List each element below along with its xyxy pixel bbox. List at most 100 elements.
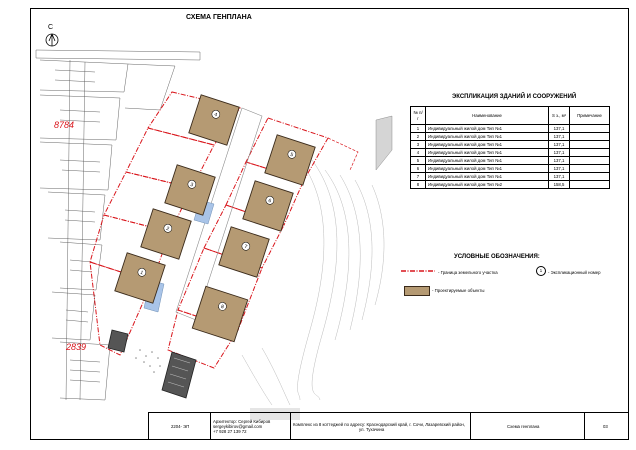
- building-number-circle: [241, 242, 251, 251]
- header-note: Примечание: [569, 106, 610, 125]
- building-footprint: [188, 94, 240, 146]
- building-number: 8: [220, 304, 225, 311]
- building-7: 7: [218, 226, 270, 278]
- building-number: 7: [243, 244, 248, 251]
- building-4: 4: [188, 94, 240, 146]
- building-footprint: [242, 180, 294, 232]
- cell-area: 137,1: [548, 124, 570, 133]
- title-block-sheet-no-cell: 03: [585, 413, 629, 440]
- cell-note: [569, 132, 610, 141]
- building-footprint: [218, 226, 270, 278]
- building-number-circle: [163, 224, 173, 233]
- sheet-frame: [30, 8, 629, 440]
- cell-area: 137,1: [548, 132, 570, 141]
- cell-area: 137,1: [548, 148, 570, 157]
- outer-boundary-tail: [327, 137, 359, 171]
- building-number: 3: [189, 182, 194, 189]
- building-number: 6: [267, 198, 272, 205]
- cell-area: 137,1: [548, 172, 570, 181]
- cell-num: 1: [410, 124, 426, 133]
- cell-num: 5: [410, 156, 426, 165]
- project-code: 2204- ЭП: [171, 424, 190, 429]
- building-number: 5: [289, 152, 294, 159]
- legend-number-symbol: 1: [536, 266, 546, 276]
- cell-note: [569, 156, 610, 165]
- cell-name: Индивидуальный жилой дом Тип №1: [425, 164, 549, 173]
- title-block-code-cell: 2204- ЭП: [149, 413, 211, 440]
- building-6: 6: [242, 180, 294, 232]
- cell-note: [569, 172, 610, 181]
- building-number-circle: [211, 110, 221, 119]
- cell-name: Индивидуальный жилой дом Тип №2: [425, 180, 549, 189]
- cell-area: 158,5: [548, 180, 570, 189]
- table-header-row: № п/г Наименование S з., м² Примечание: [410, 106, 610, 125]
- lot-number-label: 8784: [54, 120, 75, 130]
- title-block: 2204- ЭП Архитектор: Сергей Кибиров serg…: [148, 412, 629, 440]
- cell-name: Индивидуальный жилой дом Тип №1: [425, 124, 549, 133]
- architect-phone: +7 928 27 139 72: [213, 429, 247, 434]
- building-footprint: [114, 252, 166, 304]
- cell-num: 4: [410, 148, 426, 157]
- architect-email: sergeykibirov@gmail.com: [213, 424, 263, 429]
- header-name: Наименование: [425, 106, 549, 125]
- project-street: ул. Тухачина: [359, 427, 385, 432]
- building-2: 2: [140, 208, 192, 260]
- building-number: 2: [165, 226, 170, 233]
- north-arrow: [45, 33, 59, 47]
- sheet-number: 03: [603, 424, 608, 429]
- cell-area: 137,1: [548, 156, 570, 165]
- hatched-blocks: [107, 329, 197, 399]
- explication-title: ЭКСПЛИКАЦИЯ ЗДАНИЙ И СООРУЖЕНИЙ: [452, 94, 577, 100]
- building-3: 3: [164, 164, 216, 216]
- contour-lines: [241, 159, 385, 406]
- neighbour-parcels: [35, 49, 201, 401]
- building-8: 8: [191, 285, 249, 343]
- cell-name: Индивидуальный жилой дом Тип №1: [425, 140, 549, 149]
- building-number-circle: [218, 302, 227, 311]
- cell-name: Индивидуальный жилой дом Тип №1: [425, 172, 549, 181]
- building-footprint: [191, 285, 249, 343]
- gravel-area: [135, 349, 161, 373]
- building-number-circle: [137, 268, 147, 277]
- cell-num: 7: [410, 172, 426, 181]
- sheet-name: Схема генплана: [507, 424, 540, 429]
- building-number-circle: [265, 196, 275, 205]
- cell-name: Индивидуальный жилой дом Тип №1: [425, 132, 549, 141]
- explication-table: № п/г Наименование S з., м² Примечание 1…: [410, 106, 610, 189]
- cell-area: 137,1: [548, 164, 570, 173]
- project-address: Комплекс из 8 коттеджей по адресу: Красн…: [293, 422, 465, 427]
- cell-note: [569, 124, 610, 133]
- cell-note: [569, 164, 610, 173]
- legend-title: УСЛОВНЫЕ ОБОЗНАЧЕНИЯ:: [454, 254, 540, 260]
- header-num: № п/г: [410, 106, 426, 125]
- title-block-sheet-name-cell: Схема генплана: [471, 413, 585, 440]
- cell-area: 137,1: [548, 140, 570, 149]
- cell-num: 2: [410, 132, 426, 141]
- legend-boundary-symbol: [401, 270, 435, 272]
- legend-boundary-label: - Граница земельного участка: [438, 270, 498, 275]
- building-number: 4: [213, 112, 218, 119]
- title-block-project-cell: Комплекс из 8 коттеджей по адресу: Красн…: [291, 413, 471, 440]
- building-footprint: [264, 134, 316, 186]
- cell-num: 8: [410, 180, 426, 189]
- neighbour-grey-zone: [375, 115, 393, 171]
- building-footprint: [140, 208, 192, 260]
- legend-designed-label: - Проектируемые объекты: [432, 288, 485, 293]
- road-grey-zone: [250, 408, 300, 420]
- cell-name: Индивидуальный жилой дом Тип №1: [425, 156, 549, 165]
- lot-number-label: 2839: [66, 342, 87, 352]
- drawing-title: СХЕМА ГЕНПЛАНА: [186, 14, 252, 21]
- building-number: 1: [139, 270, 144, 277]
- legend-designed-symbol: [404, 286, 430, 296]
- building-1: 1: [114, 252, 166, 304]
- header-area: S з., м²: [548, 106, 570, 125]
- cell-note: [569, 180, 610, 189]
